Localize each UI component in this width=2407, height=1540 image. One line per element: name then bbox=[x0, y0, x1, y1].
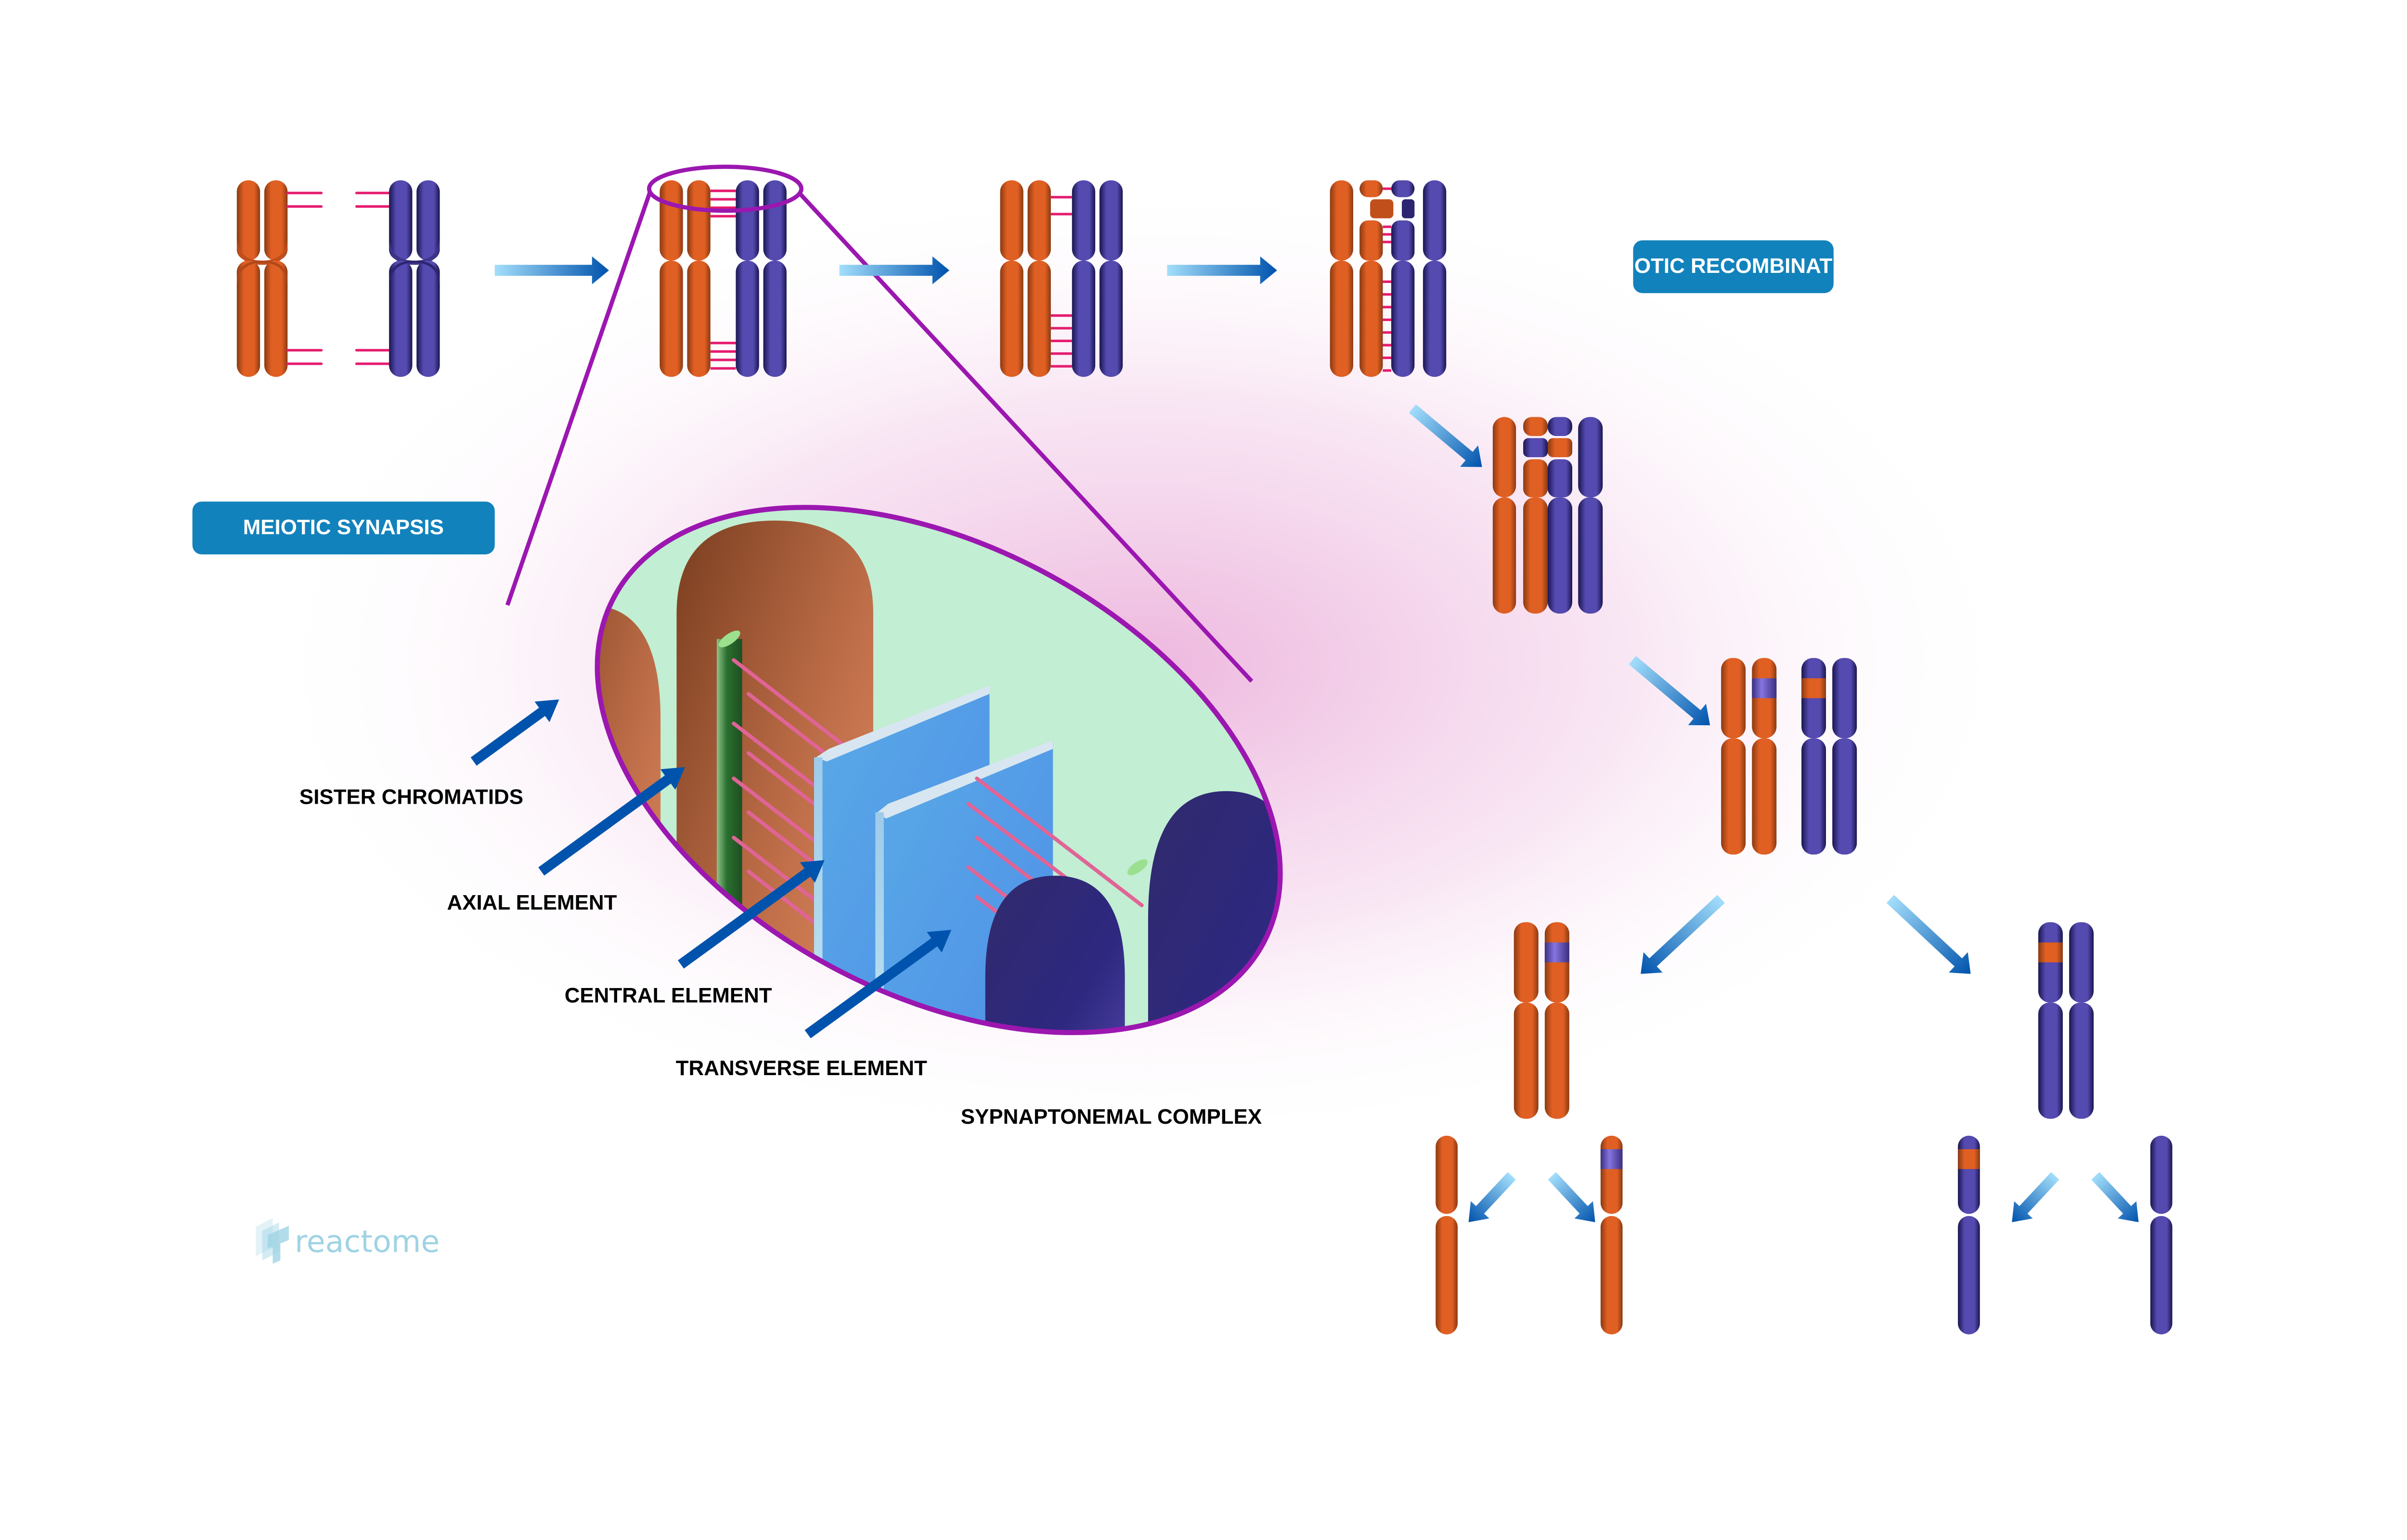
progression-arrow bbox=[2091, 1172, 2139, 1222]
progression-arrow bbox=[1886, 895, 1971, 974]
label-transverse-element: TRANSVERSE ELEMENT bbox=[676, 1056, 927, 1080]
reactome-logo-text: reactome bbox=[295, 1223, 440, 1259]
closeup-outline bbox=[595, 505, 1283, 1035]
label-central-element: CENTRAL ELEMENT bbox=[565, 984, 772, 1007]
progression-arrow bbox=[1409, 404, 1482, 467]
meiotic-recombination-label: MEIOTIC RECOMBINATION bbox=[1597, 254, 1870, 278]
label-synaptonemal-complex: SYPNAPTONEMAL COMPLEX bbox=[961, 1105, 1262, 1129]
recombinant-maternal bbox=[1721, 658, 1777, 855]
meiosis-I-product-paternal bbox=[2038, 922, 2094, 1119]
callout-arrow-transverse-element bbox=[804, 930, 952, 1039]
stage-crossover-exchange bbox=[1492, 417, 1603, 614]
stage-recombinant-homologs bbox=[1721, 658, 1857, 855]
chromatid-maternal-recombinant bbox=[1600, 1135, 1623, 1335]
synapsis-bars-left bbox=[286, 192, 390, 365]
meiotic-synapsis-badge: MEIOTIC SYNAPSIS bbox=[192, 501, 495, 555]
chromatid-paternal-1 bbox=[2150, 1135, 2173, 1335]
progression-arrow bbox=[2012, 1172, 2059, 1222]
label-sister-chromatids: SISTER CHROMATIDS bbox=[299, 785, 523, 808]
progression-arrow bbox=[1629, 655, 1710, 726]
chromosome-paternal bbox=[389, 180, 440, 377]
progression-arrow bbox=[1468, 1172, 1516, 1222]
stage-homologs-separate bbox=[236, 180, 440, 377]
progression-arrow bbox=[1641, 895, 1725, 974]
progression-arrow bbox=[1548, 1172, 1595, 1222]
callout-arrows bbox=[470, 699, 952, 1039]
chromatid-maternal-1 bbox=[1436, 1135, 1458, 1335]
stage-meiosis-II-products bbox=[1436, 1135, 2173, 1335]
progression-arrow bbox=[1167, 256, 1277, 284]
stage-meiosis-I-products bbox=[1514, 922, 2094, 1119]
zoom-connector-left bbox=[505, 190, 653, 606]
stage-synapsis bbox=[1000, 180, 1123, 377]
stage-pairing bbox=[660, 180, 787, 377]
zoom-region-outline bbox=[647, 165, 804, 213]
stage-crossover-start bbox=[1330, 180, 1447, 377]
recombinant-paternal bbox=[1801, 658, 1857, 855]
callout-arrow-axial-element bbox=[538, 767, 685, 876]
meiotic-synapsis-label: MEIOTIC SYNAPSIS bbox=[243, 515, 444, 539]
reactome-logo: reactome bbox=[256, 1218, 440, 1264]
chromosome-maternal bbox=[236, 180, 288, 377]
progression-arrow bbox=[839, 256, 950, 284]
progression-arrow bbox=[494, 256, 609, 284]
label-axial-element: AXIAL ELEMENT bbox=[447, 891, 617, 914]
chromatid-paternal-recombinant bbox=[1958, 1135, 1980, 1335]
callout-arrow-sister-chromatids bbox=[470, 699, 559, 766]
reactome-logo-icon bbox=[256, 1218, 289, 1264]
callout-arrow-central-element bbox=[678, 860, 825, 969]
meiotic-recombination-badge: MEIOTIC RECOMBINATION bbox=[1597, 240, 1870, 294]
meiosis-I-product-maternal bbox=[1514, 922, 1569, 1119]
